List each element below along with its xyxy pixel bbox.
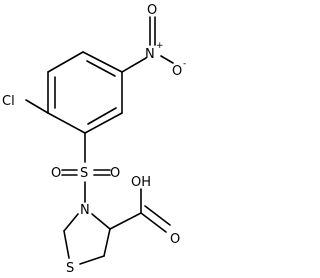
carboxylic-acid-group: OH O bbox=[109, 175, 180, 247]
bond-ring-c3-c4 bbox=[84, 112, 123, 134]
nitro-group: N + O O - bbox=[121, 3, 186, 79]
bond-carboxyl-o-1 bbox=[140, 212, 167, 233]
acid-oh-label: OH bbox=[131, 175, 151, 190]
nitro-n-label: N bbox=[145, 47, 155, 62]
chemical-structure: N + O O - Cl S O O bbox=[2, 3, 186, 276]
bond-n-c2 bbox=[63, 213, 79, 232]
bond-c2-s bbox=[63, 230, 70, 259]
nitro-o-right-charge: - bbox=[183, 59, 186, 69]
bond-ring-c4-c5 bbox=[47, 112, 86, 134]
bond-c4-carboxyl-c bbox=[109, 212, 142, 230]
ring-s-label: S bbox=[66, 261, 74, 276]
sulfonyl-o-left-label: O bbox=[51, 166, 61, 181]
chloro-group: Cl bbox=[2, 94, 49, 114]
bond-c5-c4 bbox=[103, 228, 111, 257]
structure-canvas: N + O O - Cl S O O bbox=[2, 3, 186, 276]
sulfonyl-o-right-label: O bbox=[110, 166, 120, 181]
thiazolidine-ring: N S bbox=[63, 203, 111, 276]
bond-s-c5 bbox=[79, 255, 105, 265]
bond-nitro-n-o-right bbox=[160, 55, 174, 64]
acid-o-label: O bbox=[170, 232, 180, 247]
bond-carboxyl-o-2 bbox=[144, 205, 171, 226]
nitro-o-top-label: O bbox=[147, 3, 157, 18]
benzene-ring bbox=[47, 51, 123, 134]
chlorine-label: Cl bbox=[2, 94, 15, 109]
nitro-o-right-label: O bbox=[172, 64, 182, 79]
bond-ring-nitro-n bbox=[121, 57, 147, 73]
sulfonyl-s-label: S bbox=[80, 166, 88, 181]
bond-ring-cl bbox=[25, 99, 49, 114]
bond-ring-double-b bbox=[87, 107, 117, 125]
bond-ring-c1-c2 bbox=[82, 51, 123, 73]
bond-c4-n bbox=[91, 213, 111, 230]
nitro-n-charge: + bbox=[156, 41, 164, 51]
bond-ring-double-a bbox=[86, 60, 116, 77]
sulfonyl-group: S O O bbox=[51, 132, 120, 203]
ring-n-label: N bbox=[80, 203, 90, 218]
bond-ring-c6-c1 bbox=[47, 51, 84, 73]
